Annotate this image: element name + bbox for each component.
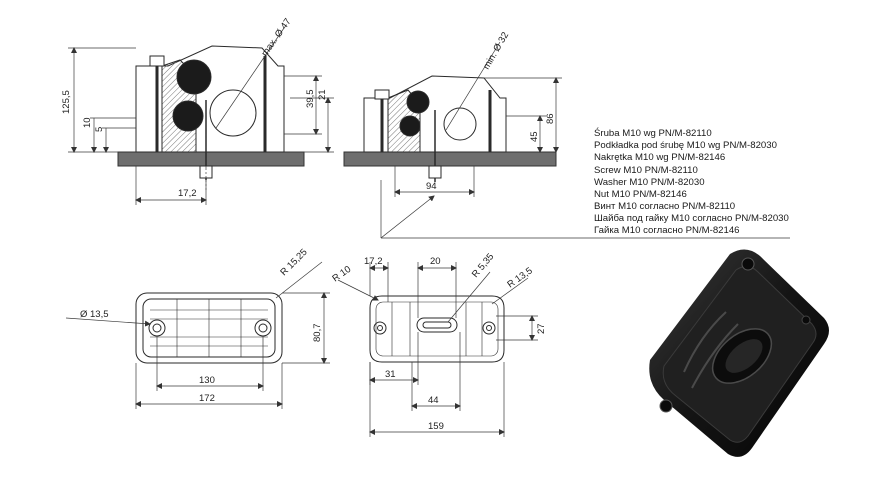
note-line: Nakrętka M10 wg PN/M-82146	[594, 152, 725, 163]
bolt-head-left-r	[374, 89, 390, 100]
bolt-head-left	[149, 55, 165, 67]
hole-right-inner	[258, 323, 268, 333]
cable-small-a	[406, 90, 430, 114]
nut-right	[482, 321, 496, 335]
cable-large	[176, 59, 212, 95]
dim-top-right-27: 27	[536, 323, 547, 334]
dim-top-right-20: 20	[430, 256, 441, 267]
dim-top-left-r: R 15,25	[278, 247, 309, 278]
outline-right	[369, 295, 505, 363]
note-line: Гайка M10 согласно PN/M-82146	[594, 225, 740, 236]
note-line: Screw M10 PN/M-82110	[594, 165, 698, 176]
nut-left	[373, 321, 387, 335]
hole-right	[254, 319, 272, 337]
side-view-right-dims	[380, 41, 790, 239]
slot-inner	[422, 321, 452, 329]
product-render	[649, 249, 829, 457]
dim-left-39: 39,5	[305, 90, 316, 109]
base-plate-right	[343, 151, 557, 167]
dim-top-right-r10: R 10	[330, 264, 353, 285]
note-line: Шайба под гайку M10 согласно PN/M-82030	[594, 213, 789, 224]
hole-left	[148, 319, 166, 337]
slot	[416, 317, 458, 333]
note-line: Podkładka pod śrubę M10 wg PN/M-82030	[594, 140, 777, 151]
side-view-left-dims	[68, 27, 334, 205]
note-line: Винт M10 согласно PN/M-82110	[594, 201, 735, 212]
dim-top-right-44: 44	[428, 395, 439, 406]
cable-small-b	[399, 115, 421, 137]
note-line: Śruba M10 wg PN/M-82110	[594, 127, 712, 139]
dim-right-86: 86	[545, 113, 556, 124]
dim-left-17: 17,2	[178, 188, 197, 199]
cable-medium	[172, 100, 204, 132]
dim-top-right-159: 159	[428, 421, 444, 432]
hole-left-inner	[152, 323, 162, 333]
note-line: Washer M10 PN/M-82030	[594, 177, 705, 188]
dim-top-left-hole: Ø 13,5	[80, 309, 109, 320]
dim-top-left-172: 172	[199, 393, 215, 404]
side-view-right	[343, 75, 557, 182]
cable-min	[443, 107, 477, 141]
leader-diag	[380, 195, 435, 239]
dim-top-right-17: 17,2	[364, 256, 383, 267]
dim-top-left-h: 80,7	[312, 324, 323, 343]
dim-top-left-130: 130	[199, 375, 215, 386]
dim-left-5: 5	[94, 127, 105, 132]
dim-right-94: 94	[426, 181, 437, 192]
dim-left-10: 10	[82, 117, 93, 128]
cable-max	[209, 89, 257, 137]
base-plate	[117, 151, 305, 167]
top-view-left	[135, 292, 283, 364]
dim-right-dmin: min. Ø 32	[481, 30, 511, 71]
dim-left-dmax: max. Ø 47	[259, 17, 293, 59]
note-line: Nut M10 PN/M-82146	[594, 189, 687, 200]
dim-top-right-r13: R 13,5	[505, 265, 534, 290]
nut-center-r	[428, 165, 442, 179]
dim-left-21: 21	[317, 89, 328, 100]
dim-top-right-31: 31	[385, 369, 396, 380]
dim-left-125: 125,5	[61, 90, 72, 114]
fastener-notes: Śruba M10 wg PN/M-82110 Podkładka pod śr…	[594, 127, 789, 236]
side-view-left	[117, 45, 305, 190]
dim-top-right-r5: R 5,35	[470, 251, 496, 280]
top-view-right-dims	[337, 262, 538, 437]
top-view-left-dims	[65, 261, 330, 409]
top-view-right	[369, 295, 505, 363]
outline-outer	[135, 292, 283, 364]
dim-right-45: 45	[529, 131, 540, 142]
